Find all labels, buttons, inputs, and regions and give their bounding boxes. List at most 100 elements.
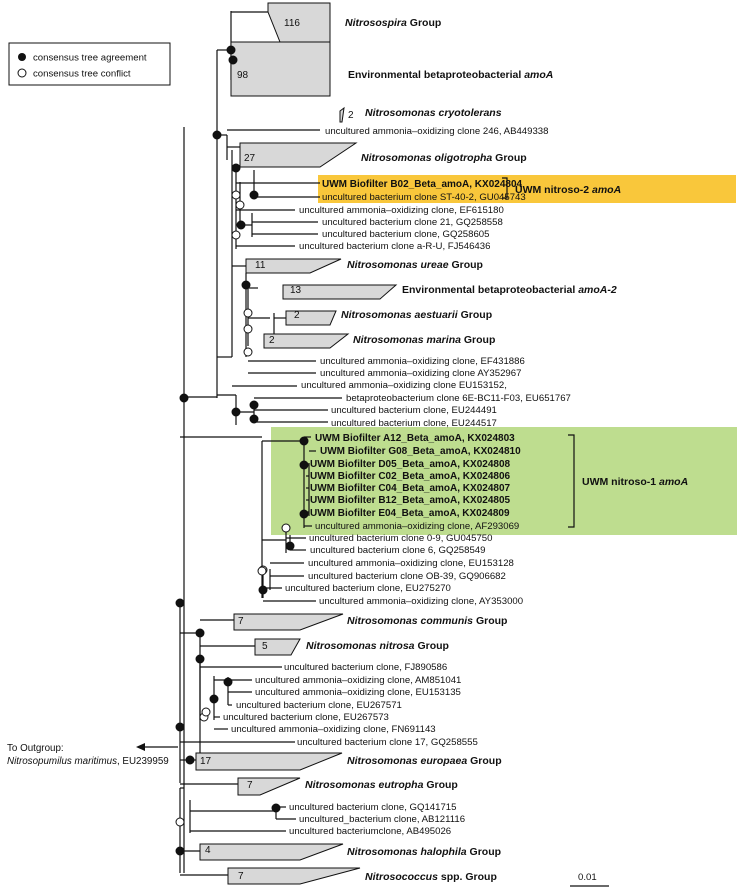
outgroup: To Outgroup: Nitrosopumilus maritimus, E… [7, 743, 178, 767]
consensus-agreement-node [209, 694, 219, 704]
consensus-conflict-node [231, 230, 241, 240]
consensus-conflict-node [175, 817, 185, 827]
nitroso2-label: UWM nitroso-2 amoA [515, 184, 621, 196]
group-label-eutropha: Nitrosomonas eutropha Group [305, 779, 458, 791]
leaf-label-uwm: UWM Biofilter B02_Beta_amoA, KX024804 [322, 179, 523, 190]
collapsed-wedge [282, 284, 398, 300]
collapsed-wedge [230, 41, 331, 97]
consensus-agreement-node [228, 55, 238, 65]
outgroup-arrowhead-icon [136, 743, 145, 751]
group-label-europaea: Nitrosomonas europaea Group [347, 755, 502, 767]
consensus-conflict-node [235, 200, 245, 210]
group-count-aestuarii: 2 [294, 310, 300, 321]
scale-bar-label: 0.01 [578, 872, 597, 883]
consensus-agreement-node [241, 280, 251, 290]
group-label-aestuarii: Nitrosomonas aestuarii Group [341, 309, 492, 321]
consensus-conflict-node [243, 324, 253, 334]
group-labels: Nitrosospira Group Environmental betapro… [305, 17, 617, 883]
consensus-agreement-node [231, 407, 241, 417]
clade-brackets [502, 177, 575, 528]
consensus-conflict-node [201, 707, 211, 717]
nitroso2-bracket [502, 177, 508, 199]
leaf-label-uwm: UWM Biofilter C04_Beta_amoA, KX024807 [310, 483, 511, 494]
collapsed-wedge [245, 258, 342, 274]
leaf-label: uncultured bacterium clone, EU244491 [331, 405, 497, 416]
consensus-agreement-node [249, 414, 259, 424]
scale-bar: 0.01 [570, 872, 609, 887]
leaf-label: uncultured bacterium clone ST-40-2, GU04… [322, 192, 526, 203]
consensus-agreement-node [212, 130, 222, 140]
leaf-label: uncultured ammonia–oxidizing clone, EU15… [308, 558, 514, 569]
group-label-ureae: Nitrosomonas ureae Group [347, 259, 483, 271]
consensus-agreement-node [258, 585, 268, 595]
collapsed-group-wedges [195, 2, 398, 885]
consensus-agreement-node [249, 400, 259, 410]
leaf-label: uncultured ammonia–oxidizing clone, FN69… [231, 724, 436, 735]
consensus-agreement-node [195, 628, 205, 638]
collapsed-wedge [339, 106, 345, 123]
group-label-oligotropha: Nitrosomonas oligotropha Group [361, 152, 527, 164]
consensus-agreement-node [285, 541, 295, 551]
group-count-nitrosococcus: 7 [238, 871, 244, 882]
leaf-labels: uncultured ammonia–oxidizing clone 246, … [223, 126, 571, 837]
group-count-marina: 2 [269, 335, 275, 346]
legend-conflict-label: consensus tree conflict [33, 69, 131, 80]
consensus-agreement-node [249, 190, 259, 200]
leaf-label: betaproteobacterium clone 6E-BC11-F03, E… [346, 393, 571, 404]
group-count-europaea: 17 [200, 756, 212, 767]
leaf-label: uncultured ammonia–oxidizing clone, EU15… [255, 687, 461, 698]
consensus-agreement-node [299, 460, 309, 470]
group-label-halophila: Nitrosomonas halophila Group [347, 846, 501, 858]
consensus-agreement-node [223, 677, 233, 687]
legend-box [8, 42, 171, 86]
group-label-env-beta-2: Environmental betaproteobacterial amoA-2 [402, 284, 617, 296]
legend: consensus tree agreement consensus tree … [8, 42, 171, 86]
leaf-label: uncultured ammonia–oxidizing clone, AM85… [255, 675, 461, 686]
consensus-conflict-node [243, 347, 253, 357]
leaf-label-uwm: UWM Biofilter B12_Beta_amoA, KX024805 [310, 495, 511, 506]
nitroso1-label: UWM nitroso-1 amoA [582, 476, 688, 488]
collapsed-wedge [239, 142, 358, 168]
group-count-eutropha: 7 [247, 780, 253, 791]
leaf-label: uncultured ammonia–oxidizing clone, EF61… [299, 205, 504, 216]
leaf-label: uncultured bacterium clone OB-39, GQ9066… [308, 571, 506, 582]
group-label-cryotolerans: Nitrosomonas cryotolerans [365, 107, 502, 119]
consensus-conflict-node [243, 308, 253, 318]
outgroup-label-line1: To Outgroup: [7, 743, 64, 754]
collapsed-wedge [254, 638, 301, 656]
consensus-agreement-node [226, 45, 236, 55]
consensus-node-markers [175, 45, 309, 856]
leaf-label-uwm: UWM Biofilter A12_Beta_amoA, KX024803 [315, 433, 515, 444]
collapsed-wedge [195, 752, 343, 771]
outgroup-label-line2: Nitrosopumilus maritimus, EU239959 [7, 756, 169, 767]
group-label-marina: Nitrosomonas marina Group [353, 334, 495, 346]
consensus-agreement-node [175, 722, 185, 732]
leaf-label: uncultured ammonia–oxidizing clone EU153… [301, 380, 507, 391]
group-count-communis: 7 [238, 616, 244, 627]
consensus-agreement-node [185, 755, 195, 765]
leaf-label: uncultured ammonia–oxidizing clone, AY35… [319, 596, 523, 607]
collapsed-wedge [227, 867, 361, 885]
leaf-label: uncultured ammonia–oxidizing clone, EF43… [320, 356, 525, 367]
collapsed-wedge [263, 333, 350, 349]
group-count-env-beta-2: 13 [290, 285, 302, 296]
leaf-label: uncultured_bacterium clone, AB121116 [299, 814, 465, 825]
legend-agreement-marker [18, 53, 26, 61]
group-count-cryotolerans: 2 [348, 110, 354, 121]
group-label-nitrosococcus: Nitrosococcus spp. Group [365, 871, 497, 883]
leaf-label: uncultured ammonia–oxidizing clone AY352… [320, 368, 521, 379]
leaf-label-uwm: UWM Biofilter D05_Beta_amoA, KX024808 [310, 459, 511, 470]
leaf-label: uncultured bacterium clone 6, GQ258549 [310, 545, 485, 556]
leaf-label: uncultured bacterium clone 0-9, GU045750 [309, 533, 492, 544]
leaf-label: uncultured bacterium clone 17, GQ258555 [297, 737, 478, 748]
collapsed-wedge [237, 777, 301, 796]
nitroso1-bracket [568, 434, 575, 528]
leaf-label: uncultured bacterium clone, FJ890586 [284, 662, 447, 673]
consensus-conflict-node [257, 566, 267, 576]
group-label-nitrosospira: Nitrosospira Group [345, 17, 441, 29]
leaf-label: uncultured bacterium clone, EU275270 [285, 583, 451, 594]
leaf-label: uncultured ammonia–oxidizing clone 246, … [325, 126, 548, 137]
group-label-nitrosa: Nitrosomonas nitrosa Group [306, 640, 449, 652]
